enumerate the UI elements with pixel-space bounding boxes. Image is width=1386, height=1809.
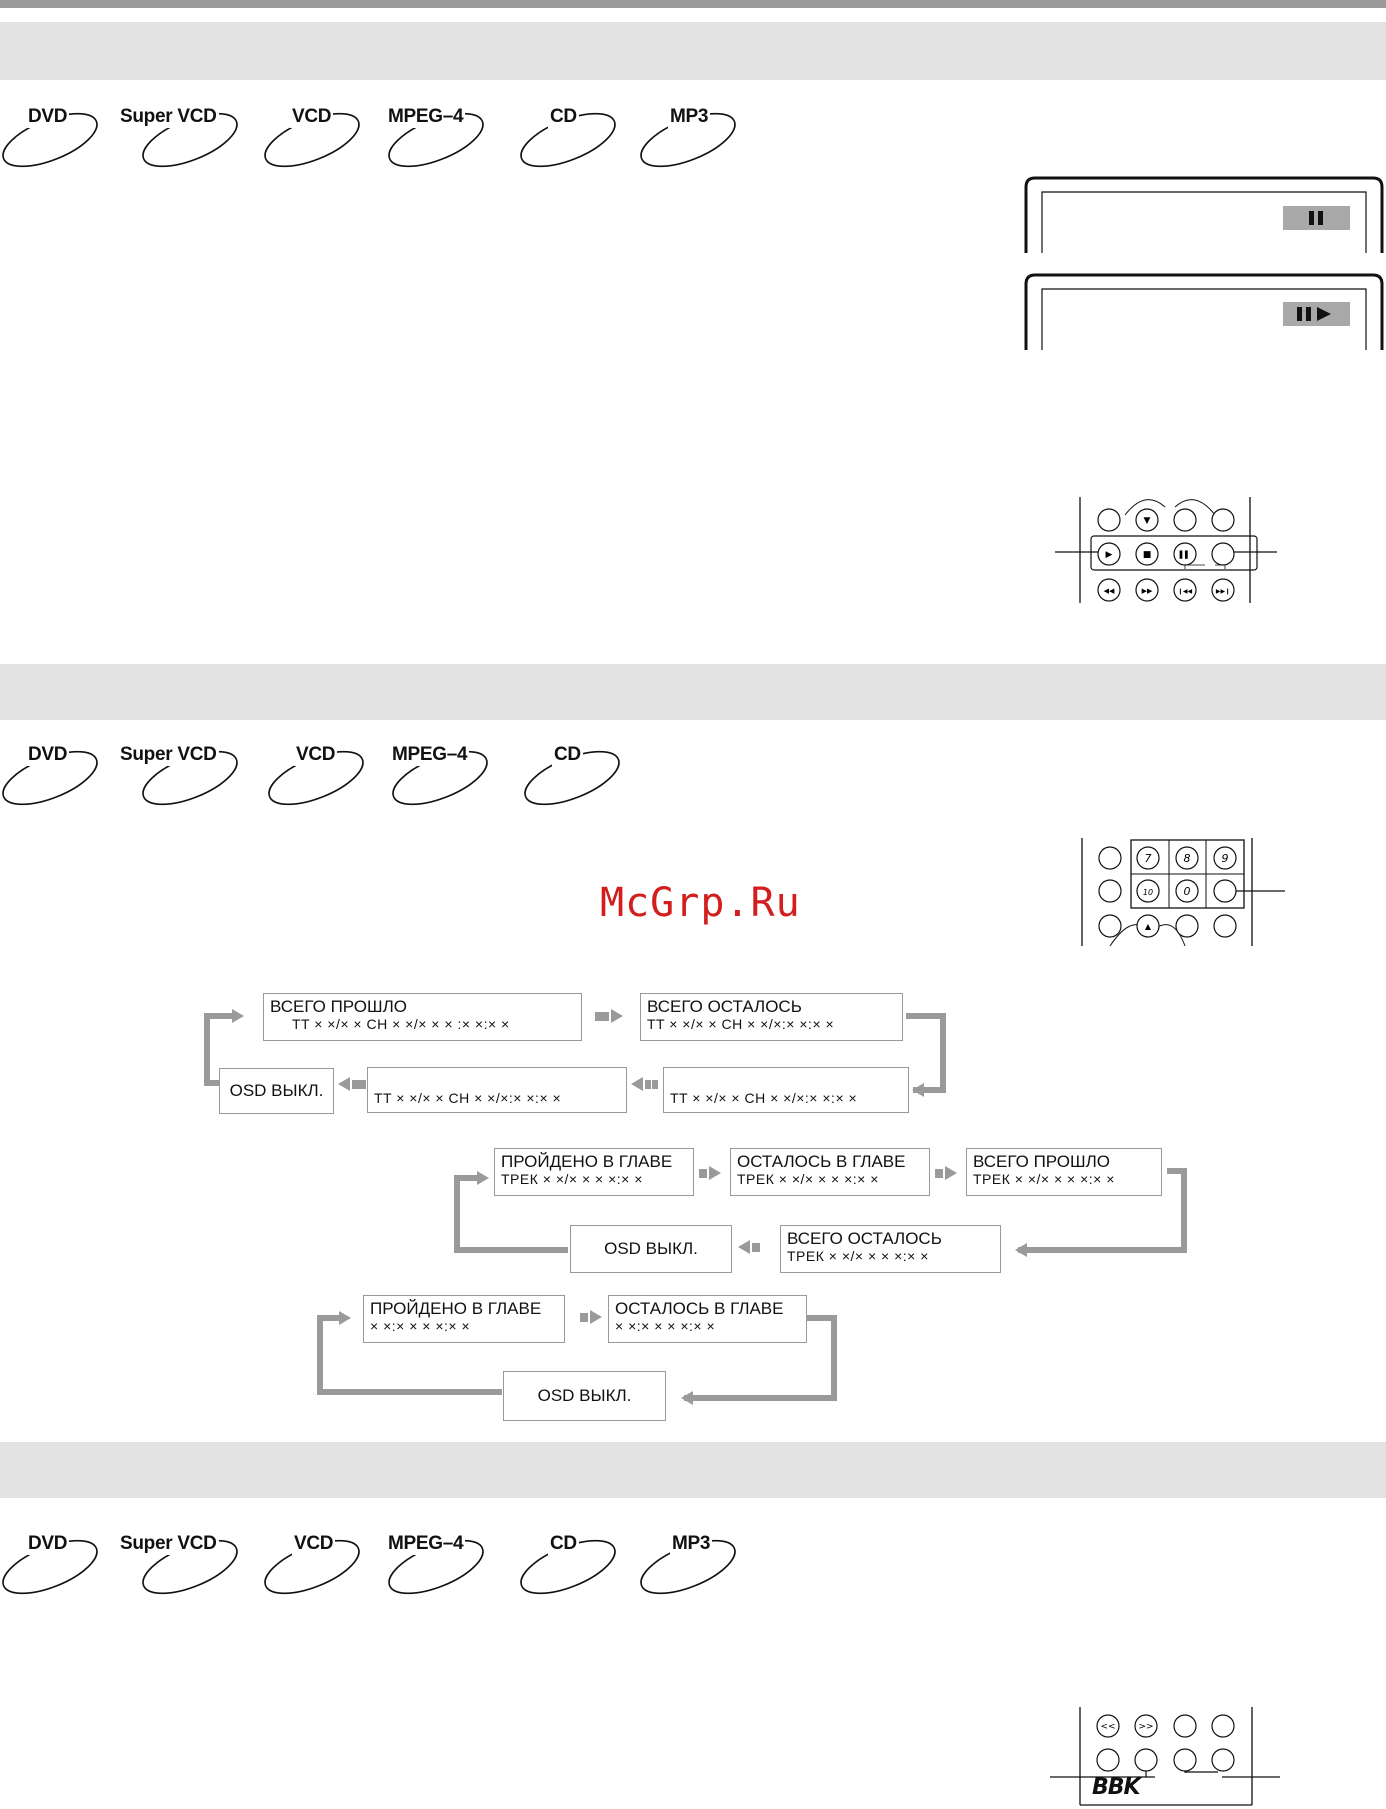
format-disc-mpeg4: MPEG–4 bbox=[384, 1533, 494, 1599]
format-disc-dvd: DVD bbox=[2, 744, 112, 810]
osd-title: ОСТАЛОСЬ В ГЛАВЕ bbox=[737, 1152, 906, 1171]
format-label: VCD bbox=[292, 1533, 336, 1555]
osd-title: ПРОЙДЕНО В ГЛАВЕ bbox=[370, 1299, 542, 1318]
osd-title: ВСЕГО ПРОШЛО bbox=[973, 1152, 1110, 1171]
osd-box-dvd-total-remain: ВСЕГО ОСТАЛОСЬ TT × ×/× × CH × ×/×:× ×:×… bbox=[640, 993, 903, 1041]
format-label: DVD bbox=[26, 1533, 70, 1555]
osd-title: ВСЕГО ОСТАЛОСЬ bbox=[647, 997, 802, 1016]
osd-sub: × ×:× × × ×:× × bbox=[370, 1318, 471, 1334]
key-9-glyph: 9 bbox=[1222, 852, 1229, 865]
osd-box-vcd-chapter-remain: ОСТАЛОСЬ В ГЛАВЕ ТРЕК × ×/× × × ×:× × bbox=[730, 1148, 930, 1196]
remote-number-keys: 7 8 9 10 0 ▲ bbox=[1070, 836, 1285, 953]
format-label: Super VCD bbox=[118, 106, 219, 128]
format-label: DVD bbox=[26, 106, 70, 128]
format-label: MPEG–4 bbox=[386, 106, 466, 128]
osd-sub: ТРЕК × ×/× × × ×:× × bbox=[973, 1171, 1115, 1187]
slow-rev-key-glyph: << bbox=[1100, 1722, 1115, 1732]
format-label: MPEG–4 bbox=[386, 1533, 466, 1555]
section-header-third bbox=[0, 1442, 1386, 1498]
tv-screen-pause bbox=[1023, 175, 1385, 260]
remote-playback-keys: ▼ ▶ ■ ▌▌ ◀◀ ▶▶ ❙◀◀ ▶▶❙ bbox=[1055, 495, 1280, 610]
key-7-glyph: 7 bbox=[1145, 852, 1152, 865]
osd-box-dvd-chapter-remain: TT × ×/× × CH × ×/×:× ×:× × bbox=[663, 1067, 909, 1113]
tv-screen-step bbox=[1023, 272, 1385, 357]
key-8-glyph: 8 bbox=[1184, 852, 1191, 865]
osd-sub: ТРЕК × ×/× × × ×:× × bbox=[737, 1171, 879, 1187]
osd-sub: ТРЕК × ×/× × × ×:× × bbox=[501, 1171, 643, 1187]
pause-key-glyph: ▌▌ bbox=[1179, 550, 1191, 559]
up-key-glyph: ▲ bbox=[1145, 922, 1152, 931]
osd-box-dvd-total-elapsed: ВСЕГО ПРОШЛО TT × ×/× × CH × ×/× × × :× … bbox=[263, 993, 582, 1041]
osd-box-cd-chapter-elapsed: ПРОЙДЕНО В ГЛАВЕ × ×:× × × ×:× × bbox=[363, 1295, 565, 1343]
osd-off-label: OSD ВЫКЛ. bbox=[604, 1239, 698, 1258]
osd-off-box: OSD ВЫКЛ. bbox=[503, 1371, 666, 1421]
format-disc-mp3: MP3 bbox=[640, 106, 750, 172]
osd-sub: TT × ×/× × CH × ×/×:× ×:× × bbox=[670, 1090, 858, 1106]
format-label: CD bbox=[552, 744, 583, 766]
down-key-glyph: ▼ bbox=[1144, 516, 1151, 526]
osd-sub: TT × ×/× × CH × ×/×:× ×:× × bbox=[374, 1090, 562, 1106]
top-rule bbox=[0, 0, 1386, 8]
osd-sub: TT × ×/× × CH × ×/×:× ×:× × bbox=[647, 1016, 835, 1032]
osd-title: ВСЕГО ОСТАЛОСЬ bbox=[787, 1229, 942, 1248]
format-disc-vcd: VCD bbox=[264, 1533, 374, 1599]
format-label: MP3 bbox=[670, 1533, 713, 1555]
format-disc-cd: CD bbox=[520, 106, 630, 172]
key-0-glyph: 0 bbox=[1184, 885, 1191, 898]
remote-bottom-keys: << >> bbox=[1050, 1705, 1285, 1809]
format-disc-svcd: Super VCD bbox=[118, 1533, 258, 1599]
play-key-glyph: ▶ bbox=[1106, 550, 1113, 560]
slow-fwd-key-glyph: >> bbox=[1138, 1722, 1153, 1732]
format-disc-mpeg4: MPEG–4 bbox=[388, 744, 498, 810]
format-label: CD bbox=[548, 106, 579, 128]
section-header-pause bbox=[0, 22, 1386, 80]
format-disc-cd: CD bbox=[520, 1533, 630, 1599]
format-disc-dvd: DVD bbox=[2, 1533, 112, 1599]
stop-key-glyph: ■ bbox=[1143, 550, 1152, 560]
osd-title: ОСТАЛОСЬ В ГЛАВЕ bbox=[615, 1299, 784, 1318]
osd-off-label: OSD ВЫКЛ. bbox=[229, 1081, 324, 1100]
format-label: VCD bbox=[294, 744, 338, 766]
forward-key-glyph: ▶▶ bbox=[1142, 587, 1153, 595]
prev-key-glyph: ❙◀◀ bbox=[1178, 588, 1193, 595]
osd-off-label: OSD ВЫКЛ. bbox=[537, 1386, 632, 1405]
osd-sub: × ×:× × × ×:× × bbox=[615, 1318, 716, 1334]
format-disc-dvd: DVD bbox=[2, 106, 112, 172]
section-header-display bbox=[0, 664, 1386, 720]
format-label: Super VCD bbox=[118, 1533, 219, 1555]
format-label: MPEG–4 bbox=[390, 744, 470, 766]
rewind-key-glyph: ◀◀ bbox=[1104, 587, 1115, 595]
bbk-logo: BBK bbox=[1092, 1775, 1141, 1800]
format-disc-vcd: VCD bbox=[264, 106, 374, 172]
format-disc-svcd: Super VCD bbox=[118, 744, 258, 810]
key-10-glyph: 10 bbox=[1143, 888, 1153, 897]
watermark: McGrp.Ru bbox=[600, 880, 801, 926]
osd-box-vcd-total-elapsed: ВСЕГО ПРОШЛО ТРЕК × ×/× × × ×:× × bbox=[966, 1148, 1162, 1196]
format-label: MP3 bbox=[668, 106, 711, 128]
format-label: Super VCD bbox=[118, 744, 219, 766]
osd-box-vcd-chapter-elapsed: ПРОЙДЕНО В ГЛАВЕ ТРЕК × ×/× × × ×:× × bbox=[494, 1148, 694, 1196]
osd-title: ВСЕГО ПРОШЛО bbox=[270, 997, 407, 1016]
format-disc-vcd: VCD bbox=[268, 744, 378, 810]
format-disc-svcd: Super VCD bbox=[118, 106, 258, 172]
format-label: CD bbox=[548, 1533, 579, 1555]
format-disc-mp3: MP3 bbox=[640, 1533, 750, 1599]
osd-off-box: OSD ВЫКЛ. bbox=[219, 1068, 334, 1114]
next-key-glyph: ▶▶❙ bbox=[1216, 588, 1230, 595]
osd-box-vcd-total-remain: ВСЕГО ОСТАЛОСЬ ТРЕК × ×/× × × ×:× × bbox=[780, 1225, 1001, 1273]
osd-box-cd-chapter-remain: ОСТАЛОСЬ В ГЛАВЕ × ×:× × × ×:× × bbox=[608, 1295, 807, 1343]
format-disc-mpeg4: MPEG–4 bbox=[384, 106, 494, 172]
osd-title: ПРОЙДЕНО В ГЛАВЕ bbox=[501, 1152, 673, 1171]
osd-sub: TT × ×/× × CH × ×/× × × :× ×:× × bbox=[292, 1016, 510, 1032]
osd-box-dvd-chapter-elapsed: TT × ×/× × CH × ×/×:× ×:× × bbox=[367, 1067, 627, 1113]
format-label: DVD bbox=[26, 744, 70, 766]
format-disc-cd: CD bbox=[524, 744, 634, 810]
osd-sub: ТРЕК × ×/× × × ×:× × bbox=[787, 1248, 929, 1264]
format-label: VCD bbox=[290, 106, 334, 128]
osd-off-box: OSD ВЫКЛ. bbox=[570, 1225, 732, 1273]
